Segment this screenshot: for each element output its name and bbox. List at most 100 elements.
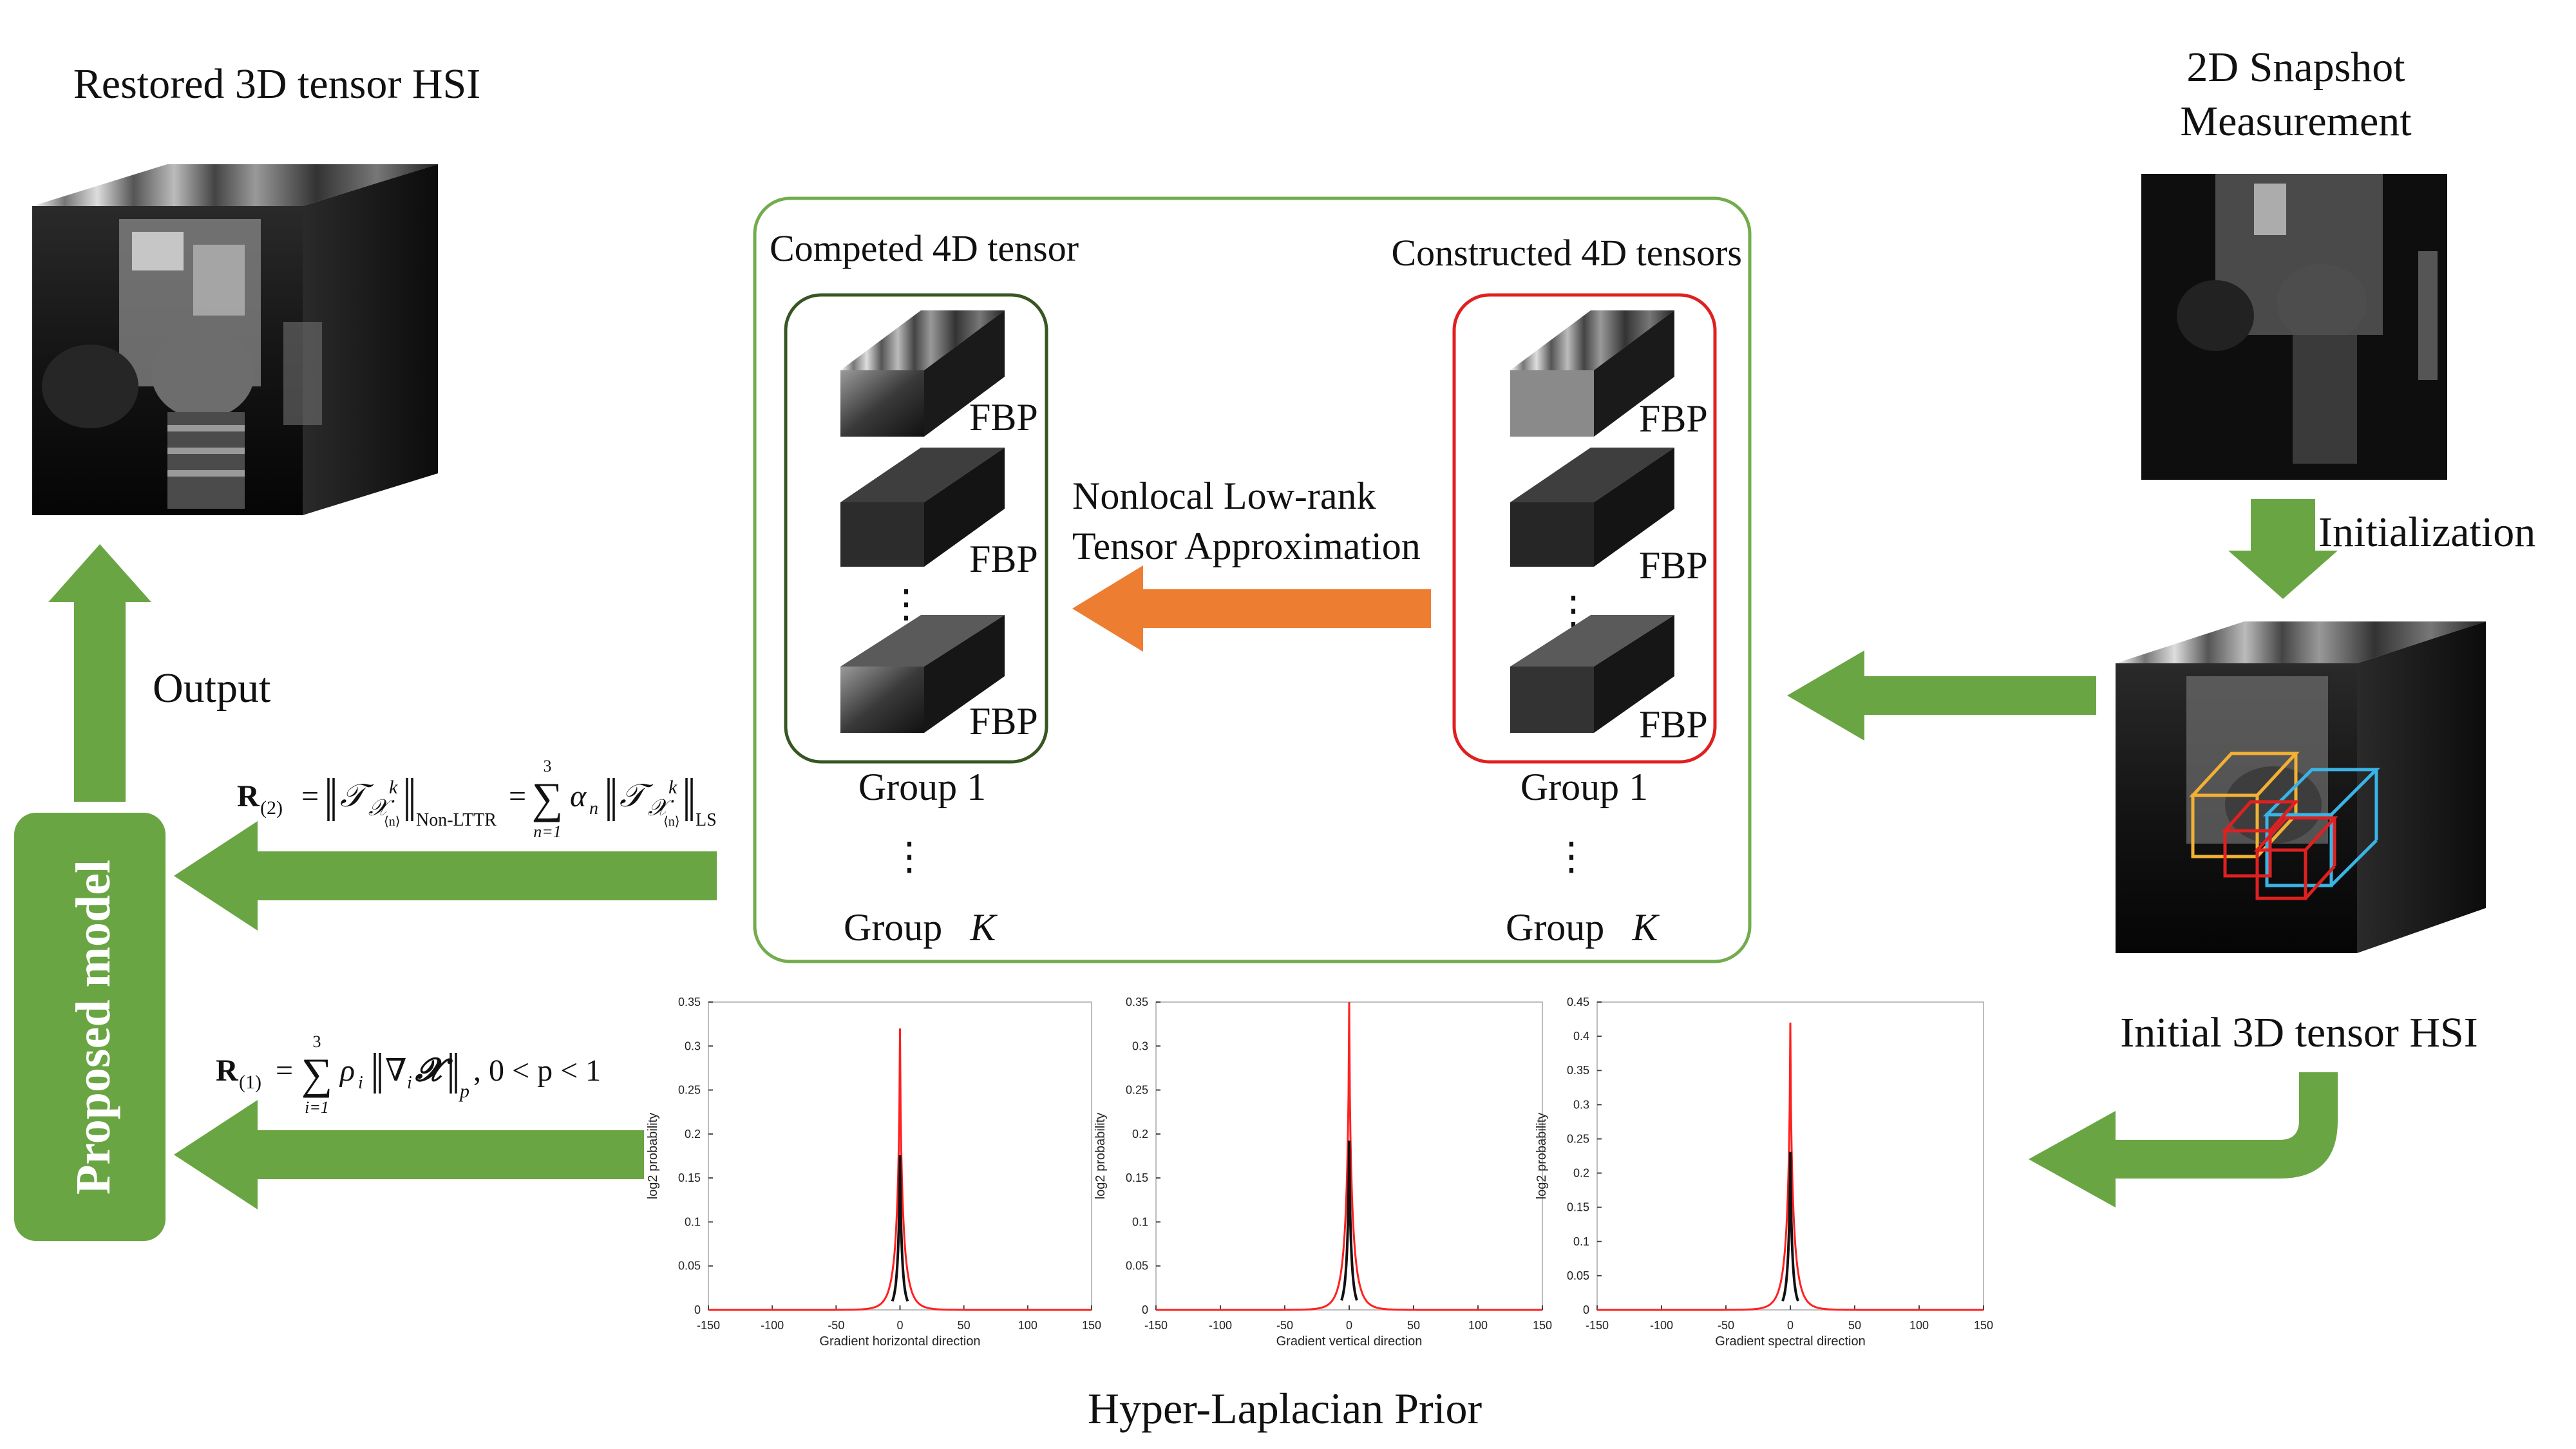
x-tick-label: -150 <box>1586 1319 1609 1332</box>
y-tick-label: 0.2 <box>1573 1167 1589 1180</box>
y-tick-label: 0.25 <box>678 1084 701 1097</box>
groupK-var-left: K <box>969 906 998 949</box>
ellipsis-groups-left: ⋮ <box>890 835 929 878</box>
y-axis-label: log2 probability <box>1094 1113 1108 1200</box>
y-tick-label: 0.35 <box>1126 996 1148 1009</box>
fbp-label-right-2: FBP <box>1639 544 1708 587</box>
y-tick-label: 0.2 <box>685 1128 701 1141</box>
x-tick-label: 100 <box>1018 1319 1037 1332</box>
r2-sum-top: 3 <box>544 757 552 775</box>
distribution-core <box>1340 1141 1358 1301</box>
y-tick-label: 0.2 <box>1132 1128 1148 1141</box>
x-axis-label: Gradient vertical direction <box>1276 1334 1423 1349</box>
proposed-model-label: Proposed model <box>66 860 120 1195</box>
constructed-tensors-title: Constructed 4D tensors <box>1392 232 1743 274</box>
x-axis-label: Gradient spectral direction <box>1715 1334 1865 1349</box>
x-tick-label: -50 <box>1718 1319 1734 1332</box>
r1-equals: = <box>276 1054 293 1088</box>
initial-hsi-cube: Initial 3D tensor HSI <box>2116 621 2486 1056</box>
constructed-fbp-bar-3 <box>1510 615 1674 733</box>
r1-rho-sub: i <box>358 1073 363 1093</box>
x-tick-label: 150 <box>1533 1319 1552 1332</box>
y-axis-label: log2 probability <box>1535 1113 1549 1200</box>
r1-condition: , 0 < p < 1 <box>473 1054 601 1088</box>
y-tick-label: 0.3 <box>1132 1039 1148 1052</box>
arrow-to-prior <box>2029 1072 2338 1208</box>
restored-hsi-cube: Restored 3D tensor HSI <box>32 61 480 515</box>
r2-alpha-sub: n <box>589 799 598 819</box>
y-tick-label: 0.05 <box>678 1260 701 1273</box>
competed-fbp-bar-3 <box>840 615 1005 733</box>
r2-sum-symbol: ∑ <box>532 773 563 822</box>
r1-rho: ρ <box>339 1054 355 1088</box>
fbp-label-left-3: FBP <box>969 700 1038 743</box>
x-tick-label: -100 <box>761 1319 784 1332</box>
groupK-label-right: Group K <box>1506 906 1660 949</box>
r2-subscript: (2) <box>260 797 283 819</box>
x-axis-label: Gradient horizontal direction <box>819 1334 980 1349</box>
x-tick-label: 0 <box>1787 1319 1794 1332</box>
formula-r2: R (2) = 𝒯 𝒳 ⟨n⟩ k Non-LTTR = 3 ∑ n=1 α n… <box>237 757 717 841</box>
nlta-label-line1: Nonlocal Low-rank <box>1072 475 1376 517</box>
r1-symbol: R <box>216 1054 239 1088</box>
competed-fbp-bar-1 <box>840 310 1005 437</box>
arrow-r1-to-model <box>174 1100 644 1209</box>
y-tick-label: 0.1 <box>685 1215 701 1228</box>
x-tick-label: 50 <box>1407 1319 1420 1332</box>
fbp-label-right-3: FBP <box>1639 703 1708 746</box>
competed-fbp-bar-2 <box>840 448 1005 567</box>
r2-symbol: R <box>237 779 260 813</box>
constructed-fbp-bar-2 <box>1510 448 1674 567</box>
r1-sum-symbol: ∑ <box>301 1049 332 1098</box>
formula-r1: R (1) = 3 ∑ i=1 ρ i ∇ i 𝓧 p , 0 < p < 1 <box>216 1032 601 1117</box>
groupK-word-left: Group <box>844 906 942 949</box>
r2-equals-2: = <box>509 779 526 813</box>
ellipsis-groups-right: ⋮ <box>1552 835 1591 878</box>
initialization-label: Initialization <box>2318 509 2535 556</box>
y-tick-label: 0.35 <box>678 996 701 1009</box>
y-tick-label: 0.15 <box>1567 1201 1589 1214</box>
y-tick-label: 0 <box>694 1303 701 1316</box>
nlta-arrow <box>1072 565 1431 652</box>
x-tick-label: -100 <box>1209 1319 1232 1332</box>
x-tick-label: 0 <box>1346 1319 1352 1332</box>
x-tick-label: 0 <box>896 1319 903 1332</box>
y-tick-label: 0.3 <box>1573 1098 1589 1111</box>
y-tick-label: 0.35 <box>1567 1064 1589 1077</box>
r2-sum-bottom: n=1 <box>533 822 562 841</box>
y-tick-label: 0.05 <box>1567 1269 1589 1282</box>
x-tick-label: 50 <box>1848 1319 1861 1332</box>
r2-alpha: α <box>570 779 587 813</box>
r1-sum-bottom: i=1 <box>305 1098 329 1117</box>
x-tick-label: -150 <box>697 1319 720 1332</box>
r1-nabla-sub: i <box>407 1073 412 1093</box>
r2-norm-subscript: Non-LTTR <box>416 810 497 830</box>
y-tick-label: 0 <box>1142 1303 1148 1316</box>
arrow-r2-to-model <box>174 821 717 931</box>
groupK-var-right: K <box>1631 906 1660 949</box>
distribution-core <box>1781 1151 1799 1302</box>
r2-tensor-k: k <box>389 777 398 798</box>
arrow-to-constructed <box>1787 650 2096 741</box>
proposed-model-box: Proposed model <box>14 813 166 1241</box>
x-tick-label: 100 <box>1468 1319 1488 1332</box>
x-tick-label: 100 <box>1909 1319 1929 1332</box>
x-tick-label: 50 <box>958 1319 971 1332</box>
r2-ls-subscript: LS <box>696 810 717 830</box>
x-tick-label: -100 <box>1650 1319 1673 1332</box>
distribution-curve <box>1156 1001 1542 1311</box>
output-label: Output <box>153 665 270 712</box>
y-tick-label: 0.25 <box>1567 1132 1589 1145</box>
y-tick-label: 0.4 <box>1573 1030 1589 1043</box>
initial-hsi-title: Initial 3D tensor HSI <box>2120 1009 2477 1056</box>
y-tick-label: 0 <box>1583 1303 1589 1316</box>
x-tick-label: 150 <box>1974 1319 1993 1332</box>
r2-equals-1: = <box>301 779 319 813</box>
x-tick-label: -50 <box>1276 1319 1293 1332</box>
y-axis-label: log2 probability <box>646 1113 660 1200</box>
y-tick-label: 0.3 <box>685 1039 701 1052</box>
r2-tensor-n-2: ⟨n⟩ <box>663 815 680 829</box>
